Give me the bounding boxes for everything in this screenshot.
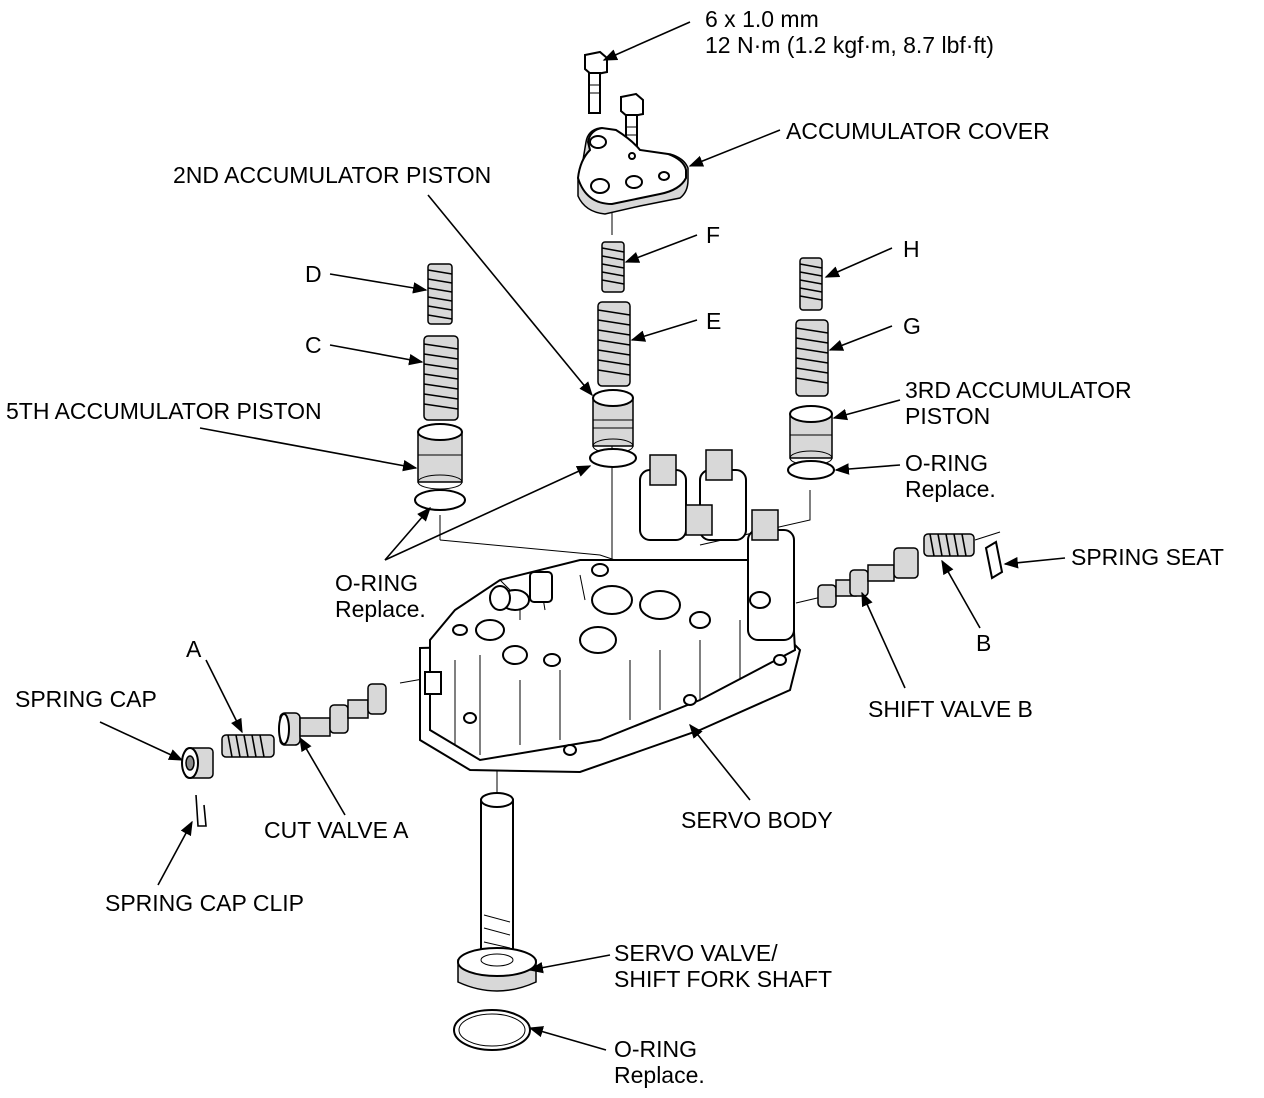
bolt-spec-label: 6 x 1.0 mm 12 N·m (1.2 kgf·m, 8.7 lbf·ft… (705, 6, 994, 58)
o-ring-bottom-note: Replace. (614, 1062, 705, 1088)
third-accumulator-piston (787, 405, 835, 480)
cut-valve-a-label: CUT VALVE A (264, 817, 409, 843)
spring-h (799, 257, 823, 311)
cover-bolts (584, 50, 644, 156)
bolt-torque-text: 12 N·m (1.2 kgf·m, 8.7 lbf·ft) (705, 32, 994, 58)
spring-seat-label: SPRING SEAT (1071, 544, 1224, 570)
spring-f (601, 241, 625, 293)
second-accumulator-piston-label: 2ND ACCUMULATOR PISTON (173, 162, 492, 188)
shift-valve-b (817, 547, 919, 608)
second-accumulator-piston (589, 389, 637, 468)
cut-valve-a (278, 683, 387, 746)
spring-cap-clip (195, 794, 207, 827)
spring-seat (984, 540, 1004, 580)
spring-g-label: G (903, 313, 921, 339)
servo-valve-shift-fork-shaft (457, 792, 537, 992)
o-ring-left-note: Replace. (335, 596, 426, 622)
o-ring-right-note: Replace. (905, 476, 996, 502)
spring-b (923, 533, 975, 557)
o-ring-right-label: O-RING Replace. (905, 450, 996, 502)
spring-c-label: C (305, 332, 322, 358)
spring-f-label: F (706, 222, 721, 248)
spring-a-label: A (186, 636, 202, 662)
o-ring-left-label: O-RING Replace. (335, 570, 426, 622)
spring-e (597, 301, 631, 387)
spring-b-label: B (976, 630, 992, 656)
fifth-accumulator-piston-label: 5TH ACCUMULATOR PISTON (6, 398, 322, 424)
o-ring-bottom-text: O-RING (614, 1036, 698, 1062)
spring-cap-label: SPRING CAP (15, 686, 157, 712)
servo-body (419, 449, 802, 774)
o-ring-bottom-label: O-RING Replace. (614, 1036, 705, 1088)
accumulator-cover (576, 126, 689, 215)
spring-e-label: E (706, 308, 722, 334)
servo-valve-label: SERVO VALVE/ SHIFT FORK SHAFT (614, 940, 832, 992)
third-accumulator-piston-label: 3RD ACCUMULATOR PISTON (905, 377, 1132, 429)
servo-body-label: SERVO BODY (681, 807, 833, 833)
o-ring-left-text: O-RING (335, 570, 419, 596)
bolt-size-text: 6 x 1.0 mm (705, 6, 819, 32)
accumulator-cover-label: ACCUMULATOR COVER (786, 118, 1050, 144)
fifth-accumulator-piston (414, 423, 466, 511)
o-ring-right-text: O-RING (905, 450, 989, 476)
spring-cap (181, 747, 214, 779)
spring-a (221, 734, 275, 758)
spring-g (795, 319, 829, 397)
spring-d (427, 263, 453, 325)
shift-valve-b-label: SHIFT VALVE B (868, 696, 1033, 722)
spring-c (423, 335, 459, 421)
bottom-o-ring (453, 1009, 531, 1051)
third-accumulator-piston-line2: PISTON (905, 403, 991, 429)
leader-arrows (99, 21, 1066, 1051)
spring-cap-clip-label: SPRING CAP CLIP (105, 890, 304, 916)
servo-valve-line1: SERVO VALVE/ (614, 940, 778, 966)
servo-valve-line2: SHIFT FORK SHAFT (614, 966, 833, 992)
spring-d-label: D (305, 261, 322, 287)
spring-h-label: H (903, 236, 920, 262)
third-accumulator-piston-line1: 3RD ACCUMULATOR (905, 377, 1132, 403)
bolt-1 (584, 50, 608, 114)
